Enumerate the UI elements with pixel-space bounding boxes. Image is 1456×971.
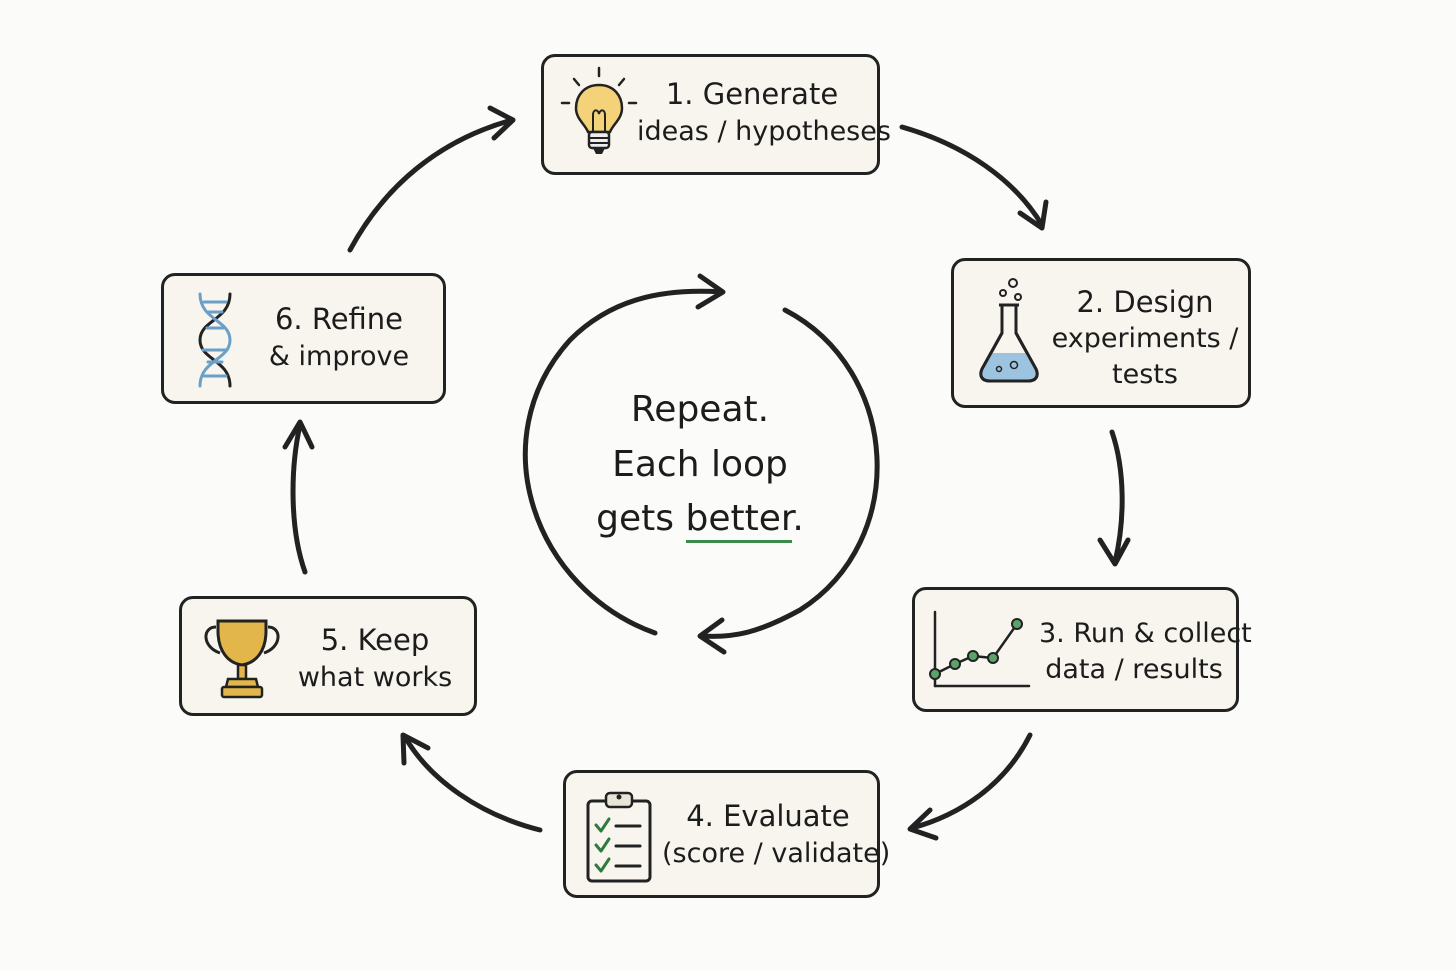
step-2-line-3: tests: [1112, 358, 1178, 390]
arrow-5-to-6: [290, 422, 308, 575]
arrow-4-to-5: [402, 734, 543, 833]
step-3-title: 3. Run & collect: [1039, 618, 1252, 649]
lightbulb-icon: [560, 66, 638, 154]
step-2-line-2: experiments /: [1051, 323, 1239, 355]
step-6-box: 6. Refine & improve: [161, 273, 446, 404]
dna-icon: [198, 292, 232, 388]
step-4-title: 4. Evaluate: [686, 799, 850, 833]
center-line-3-suffix: .: [792, 498, 804, 540]
center-line-3-prefix: gets: [596, 498, 686, 540]
center-message: Repeat. Each loop gets better.: [560, 383, 840, 547]
step-6-subtitle: & improve: [268, 341, 410, 373]
step-1-subtitle: ideas / hypotheses: [637, 116, 891, 148]
center-line-3: gets better.: [560, 492, 840, 547]
arrow-6-to-1: [347, 117, 515, 253]
line-chart-icon: [929, 610, 1031, 688]
step-1-box: 1. Generate ideas / hypotheses: [541, 54, 891, 175]
step-3-subtitle: data / results: [1045, 654, 1223, 686]
center-loop-arrowhead-bottom: [697, 617, 727, 655]
arrow-1-to-2: [899, 124, 1045, 228]
step-6-label: 6. Refine & improve: [254, 300, 424, 376]
step-3-box: 3. Run & collect data / results: [912, 587, 1252, 712]
step-1-label: 1. Generate ideas / hypotheses: [637, 75, 891, 151]
step-2-label: 2. Design experiments / tests: [1050, 283, 1240, 393]
step-5-label: 5. Keep what works: [290, 621, 460, 697]
center-line-2: Each loop: [612, 443, 788, 485]
arrowhead-6-to-1: [487, 105, 516, 141]
arrowhead-1-to-2: [1017, 199, 1049, 231]
arrow-2-to-3: [1109, 429, 1125, 565]
arrowhead-4-to-5: [400, 732, 431, 766]
arrowhead-2-to-3: [1097, 537, 1131, 567]
step-3-label: 3. Run & collect data / results: [1039, 616, 1252, 689]
step-4-label: 4. Evaluate (score / validate): [662, 797, 891, 873]
center-loop-arrowhead-top: [695, 273, 726, 310]
step-2-box: 2. Design experiments / tests: [951, 258, 1251, 408]
arrowhead-5-to-6: [282, 419, 315, 450]
clipboard-checklist-icon: [586, 791, 652, 883]
flask-icon: [979, 278, 1039, 383]
center-loop-arc-top: [699, 307, 880, 639]
step-2-title: 2. Design: [1076, 285, 1214, 319]
step-5-box: 5. Keep what works: [179, 596, 477, 716]
step-6-title: 6. Refine: [274, 302, 404, 336]
center-loop-arc-bottom: [522, 288, 725, 636]
center-emphasis-better: better: [685, 498, 793, 544]
step-5-title: 5. Keep: [320, 623, 430, 657]
center-line-1: Repeat.: [630, 389, 770, 430]
arrow-3-to-4: [909, 732, 1033, 831]
step-1-title: 1. Generate: [665, 77, 839, 111]
step-4-subtitle: (score / validate): [662, 838, 891, 870]
step-4-box: 4. Evaluate (score / validate): [563, 770, 891, 898]
arrowhead-3-to-4: [907, 807, 939, 841]
trophy-icon: [204, 619, 280, 699]
step-5-subtitle: what works: [297, 662, 453, 694]
